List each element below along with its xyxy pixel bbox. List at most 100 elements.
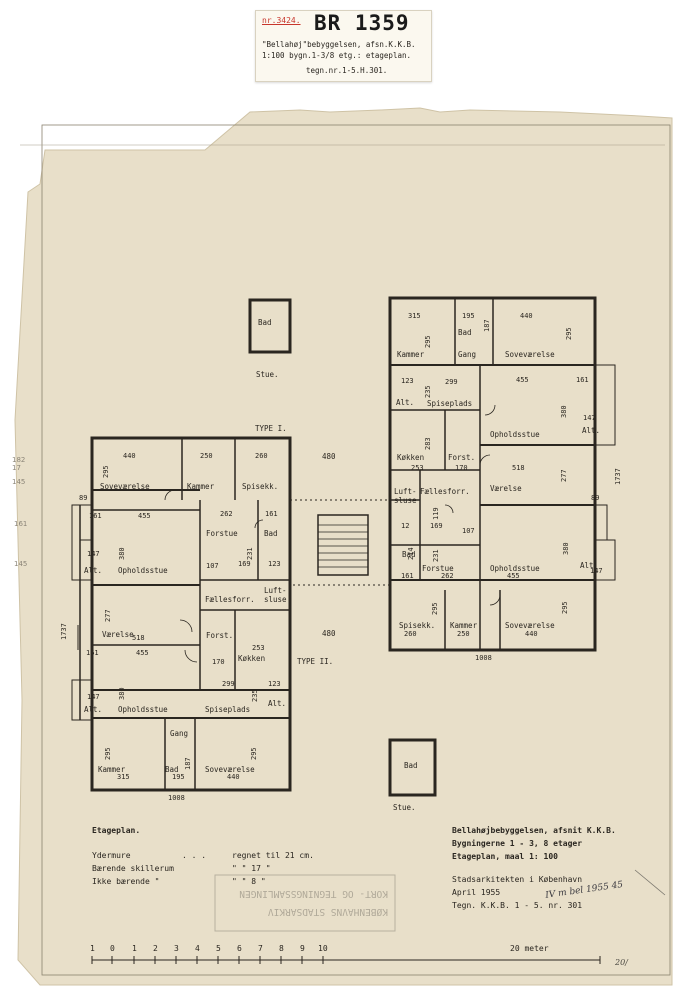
room-label: Bad — [402, 550, 416, 559]
legend-label: Bærende skillerum — [92, 864, 174, 873]
margin-note: 161 — [14, 520, 27, 528]
dimension-label: 195 — [172, 773, 185, 781]
room-label: Gang — [458, 350, 476, 359]
legend-label: Ydermure — [92, 851, 131, 860]
dimension-label: 187 — [184, 757, 192, 770]
room-label: Kammer — [187, 482, 215, 491]
dimension-label: 455 — [507, 572, 520, 580]
br-number: BR 1359 — [314, 11, 410, 35]
room-label: Værelse — [490, 484, 522, 493]
dimension-label: 214 — [407, 547, 415, 560]
dimension-label: 107 — [206, 562, 219, 570]
room-label: Køkken — [397, 453, 424, 462]
legend-value: " " 8 " — [232, 877, 266, 886]
right-room-labels: Kammer Bad Gang Soveværelse Alt. Spisepl… — [394, 328, 600, 630]
dimension-label: 195 — [462, 312, 475, 320]
door-swings — [164, 404, 501, 663]
room-label: Opholdsstue — [490, 564, 540, 573]
room-label: Opholdsstue — [490, 430, 540, 439]
room-label: Alt. — [268, 699, 286, 708]
title-line: Bellahøjbebyggelsen, afsnit K.K.B. — [452, 826, 616, 835]
margin-note: 182 — [12, 456, 25, 464]
room-label: Soveværelse — [505, 350, 555, 359]
dimension-label: 170 — [455, 464, 468, 472]
dimension-label: 161 — [576, 376, 589, 384]
left-outer-wall — [90, 436, 292, 792]
room-label: Forst. — [448, 453, 475, 462]
room-label: Alt. — [84, 705, 102, 714]
dimension-label: 299 — [445, 378, 458, 386]
scale-tick-label: 7 — [258, 944, 263, 953]
room-label: Alt. — [580, 561, 598, 570]
room-label: Spiseplads — [205, 705, 250, 714]
dimension-label: 161 — [89, 512, 102, 520]
stamp-text: KØBENHAVNS STADSARKIV — [268, 906, 388, 917]
dimension-label: 231 — [432, 549, 440, 562]
left-room-labels: Soveværelse Kammer Spisekk. Forstue Bad … — [84, 482, 287, 774]
pencil-mark — [634, 869, 666, 896]
room-label: Kammer — [450, 621, 478, 630]
dimension-label: 518 — [512, 464, 525, 472]
dimension-label: 455 — [136, 649, 149, 657]
dimension-label: 169 — [430, 522, 443, 530]
room-label: Soveværelse — [205, 765, 255, 774]
dimension-label: 380 — [118, 687, 126, 700]
right-stue-annex — [388, 738, 437, 797]
catalog-label: nr.3424. BR 1359 "Bellahøj"bebyggelsen, … — [255, 10, 432, 82]
title-line: Bygningerne 1 - 3, 8 etager — [452, 839, 583, 848]
legend-value: regnet til 21 cm. — [232, 851, 314, 860]
room-label: Bad — [458, 328, 472, 337]
dimension-label: 250 — [200, 452, 213, 460]
title-line: Etageplan, maal 1: 100 — [452, 852, 558, 861]
corner-note: 20/ — [614, 958, 629, 967]
room-label: Alt. — [396, 398, 414, 407]
dimension-label: 89 — [591, 494, 599, 502]
legend: Etageplan. Ydermure. . .regnet til 21 cm… — [92, 826, 314, 890]
left-dimension-labels: 440 250 260 295 89 161 455 262 161 231 3… — [60, 452, 281, 802]
scale-tick-label: 1 — [90, 944, 95, 953]
dimension-label: 260 — [404, 630, 417, 638]
dimension-label: 123 — [401, 377, 414, 385]
dimension-label: 1008 — [168, 794, 185, 802]
dimension-label: 1737 — [60, 623, 68, 640]
room-label: Stue. — [393, 803, 416, 812]
room-label: Stue. — [256, 370, 279, 379]
dimension-label: 518 — [132, 634, 145, 642]
margin-note: 145 — [12, 478, 25, 486]
stue-labels: Bad Stue. Bad Stue. — [256, 318, 418, 812]
dimension-label: 455 — [138, 512, 151, 520]
dimension-label: 169 — [238, 560, 251, 568]
room-label: Soveværelse — [100, 482, 150, 491]
room-label: Forstue — [206, 529, 238, 538]
paper-sheet — [14, 107, 673, 986]
right-dimension-labels: 315 195 187 440 295 295 123 235 299 455 … — [401, 312, 622, 662]
type-label: TYPE I. — [255, 424, 287, 433]
scale-tick-label: 4 — [195, 944, 200, 953]
legend-value: " " 17 " — [232, 864, 271, 873]
dimension-label: 315 — [117, 773, 130, 781]
room-label: Forst. — [206, 631, 233, 640]
room-label: Kammer — [98, 765, 126, 774]
dimension-label: 295 — [424, 335, 432, 348]
dimension-label: 147 — [590, 567, 603, 575]
stairwell-dimension: 480 — [322, 629, 336, 638]
type-label: TYPE II. — [297, 657, 333, 666]
dimension-label: 250 — [457, 630, 470, 638]
title-line: April 1955 — [452, 888, 501, 897]
dimension-label: 235 — [424, 385, 432, 398]
legend-row: Ydermure. . .regnet til 21 cm. — [92, 851, 314, 864]
room-label: Bad — [165, 765, 179, 774]
room-label: Alt. — [582, 426, 600, 435]
margin-notes: 182 17 145 161 145 — [12, 456, 27, 568]
dimension-label: 187 — [483, 319, 491, 332]
scale-tick-label: 0 — [110, 944, 115, 953]
dimension-label: 315 — [408, 312, 421, 320]
dimension-label: 123 — [268, 560, 281, 568]
scale-tick-label: 8 — [279, 944, 284, 953]
room-label: Fællesforr. — [205, 595, 255, 604]
dimension-label: 89 — [79, 494, 87, 502]
dimension-label: 170 — [212, 658, 225, 666]
dimension-label: 440 — [227, 773, 240, 781]
scale-bar-labels: 1 0 1 2 3 4 5 6 7 8 9 10 20 meter — [90, 944, 549, 953]
